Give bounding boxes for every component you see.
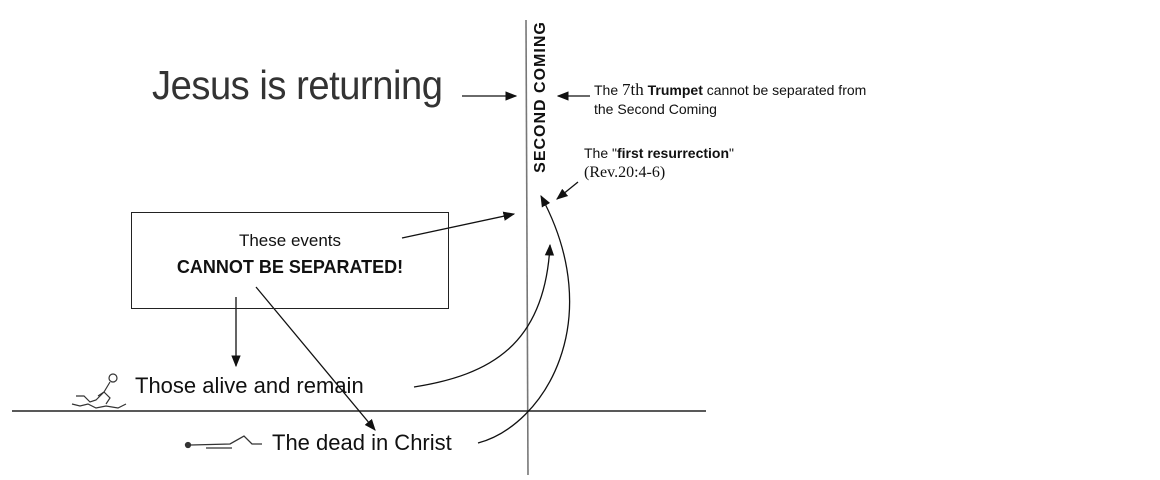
trumpet-word: Trumpet [647, 82, 703, 98]
events-box: These events CANNOT BE SEPARATED! [131, 212, 449, 309]
trumpet-note-suffix: cannot be separated from [702, 82, 867, 98]
resurrection-suffix: " [729, 145, 735, 161]
trumpet-number: 7th [622, 80, 644, 99]
page-title: Jesus is returning [152, 62, 443, 108]
dead-rising-curve [477, 194, 571, 444]
alive-rising-curve [413, 243, 555, 388]
box-to-dead-arrow [255, 286, 376, 431]
resurrection-arrow [556, 181, 579, 200]
second-coming-label: SECOND COMING [532, 21, 549, 173]
trumpet-note: The 7th Trumpet cannot be separated from… [594, 80, 866, 119]
second-coming-line [525, 19, 529, 476]
events-box-line1: These events [238, 231, 342, 250]
alive-label: Those alive and remain [135, 373, 364, 398]
trumpet-note-prefix: The [594, 82, 623, 98]
resurrection-bold: first resurrection [616, 145, 730, 161]
events-box-line2: CANNOT BE SEPARATED! [176, 257, 404, 277]
box-to-line-arrow [401, 211, 516, 239]
resurrection-reference: (Rev.20:4-6) [584, 164, 666, 181]
trumpet-note-line2: the Second Coming [594, 101, 717, 117]
resurrection-note: The "first resurrection" (Rev.20:4-6) [584, 144, 734, 182]
lying-figure-icon [184, 435, 262, 449]
standing-figure-icon [71, 373, 127, 409]
dead-label: The dead in Christ [272, 430, 452, 455]
resurrection-prefix: The " [584, 145, 617, 161]
